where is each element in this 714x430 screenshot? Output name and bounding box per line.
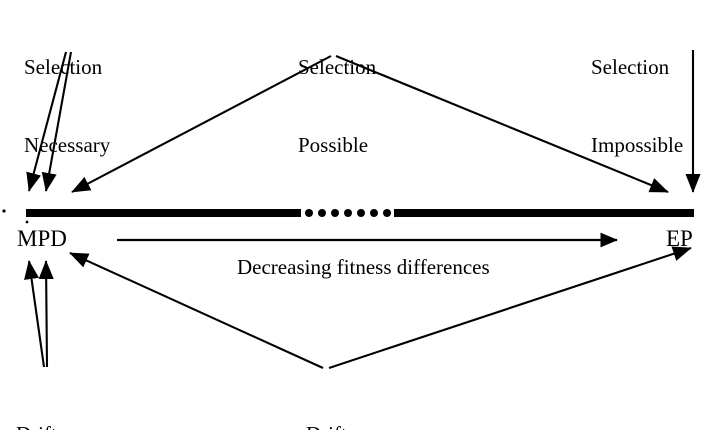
axis-endpoint-mpd: MPD: [17, 226, 67, 251]
axis-caption: Decreasing fitness differences: [237, 255, 490, 279]
arrow-selection-possible-left: [71, 55, 332, 193]
label-selection-possible-line2: Possible: [298, 133, 369, 157]
spectrum-bar-right-solid: [394, 209, 694, 217]
spectrum-bar: [26, 209, 694, 217]
label-drift-impossible: Drift Impossible: [16, 369, 108, 430]
arrows-selection-necessary: [26, 51, 73, 192]
arrow-selection-necessary-a: [26, 51, 68, 192]
spectrum-bar-left-solid: [26, 209, 301, 217]
arrow-selection-possible-right: [335, 55, 669, 193]
arrow-drift-possible-right: [328, 246, 692, 369]
ink-speck-left: [2, 209, 6, 213]
arrow-drift-impossible-b: [38, 260, 54, 368]
label-selection-impossible: Selection Impossible: [591, 2, 683, 210]
arrows-drift-impossible: [24, 260, 54, 368]
arrow-selection-necessary-b: [41, 51, 73, 192]
label-selection-impossible-line2: Impossible: [591, 133, 684, 157]
arrow-drift-impossible-a: [24, 260, 46, 368]
spectrum-bar-dotted-middle: [305, 209, 391, 217]
label-drift-possible: Drift Possible: [306, 369, 376, 430]
label-drift-possible-line1: Drift: [306, 421, 376, 430]
label-drift-impossible-line1: Drift: [16, 421, 108, 430]
label-selection-impossible-line1: Selection: [591, 55, 670, 79]
arrows-drift-possible: [69, 246, 692, 369]
ink-speck-under-bar: [25, 220, 29, 224]
arrow-drift-possible-left: [69, 252, 324, 369]
arrows-selection-possible: [71, 55, 669, 193]
